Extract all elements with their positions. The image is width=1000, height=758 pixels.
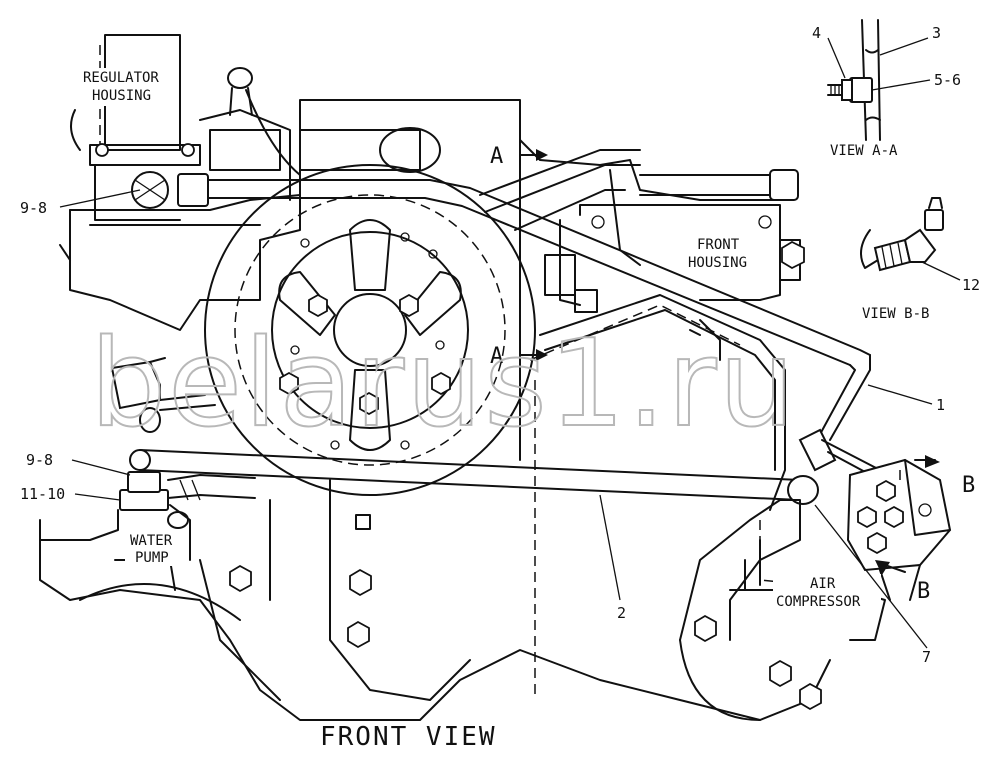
section-a-top-label: A [490, 144, 503, 169]
tube-2 [129, 428, 881, 505]
detail-view-a-a: 4 3 5-6 VIEW A-A [812, 19, 961, 159]
view-b-b-label: VIEW B-B [862, 306, 929, 322]
detail-view-b-b: 12 VIEW B-B [860, 197, 980, 322]
callout-9-8-bottom-label: 9-8 [26, 451, 53, 469]
regulator-housing-label-bg [80, 68, 174, 106]
callout-5-6-label: 5-6 [934, 71, 961, 89]
callout-1-label: 1 [936, 396, 945, 414]
callout-7-label: 7 [922, 648, 931, 666]
callout-3-label: 3 [932, 24, 941, 42]
watermark-text: belarus1.ru [90, 315, 797, 454]
section-line-a-a: A A [490, 144, 548, 369]
regulator-housing-label-2: HOUSING [92, 88, 151, 104]
front-housing-label-1: FRONT [697, 237, 740, 253]
section-b-bottom-label: B [917, 579, 930, 604]
section-b-top-label: B [962, 473, 975, 498]
tube-1 [131, 149, 871, 441]
callout-2-label: 2 [617, 604, 626, 622]
front-view-title: FRONT VIEW [320, 722, 497, 752]
regulator-housing-label-1: REGULATOR [83, 70, 159, 86]
callouts: 9-8 9-8 11-10 1 2 7 [20, 189, 945, 666]
air-compressor-label-1: AIR [810, 576, 836, 592]
callout-12-label: 12 [962, 276, 980, 294]
water-pump-label-bg [125, 530, 181, 566]
crankshaft-pulley [204, 164, 536, 496]
section-b-b-block: B B [846, 455, 975, 604]
left-bracket [110, 357, 216, 433]
callout-9-8-top-label: 9-8 [20, 199, 47, 217]
water-pump-label-1: WATER [130, 533, 173, 549]
section-a-bottom-label: A [490, 344, 503, 369]
callout-11-10-label: 11-10 [20, 485, 65, 503]
front-housing-label-bg [682, 235, 760, 271]
callout-4-label: 4 [812, 24, 821, 42]
front-housing-label-2: HOUSING [688, 255, 747, 271]
air-compressor-label-bg [773, 574, 881, 610]
regulator-housing [70, 34, 301, 221]
air-compressor-label-2: COMPRESSOR [776, 594, 861, 610]
view-a-a-label: VIEW A-A [830, 143, 898, 159]
air-compressor [347, 499, 886, 721]
water-pump-label-2: PUMP [135, 550, 169, 566]
